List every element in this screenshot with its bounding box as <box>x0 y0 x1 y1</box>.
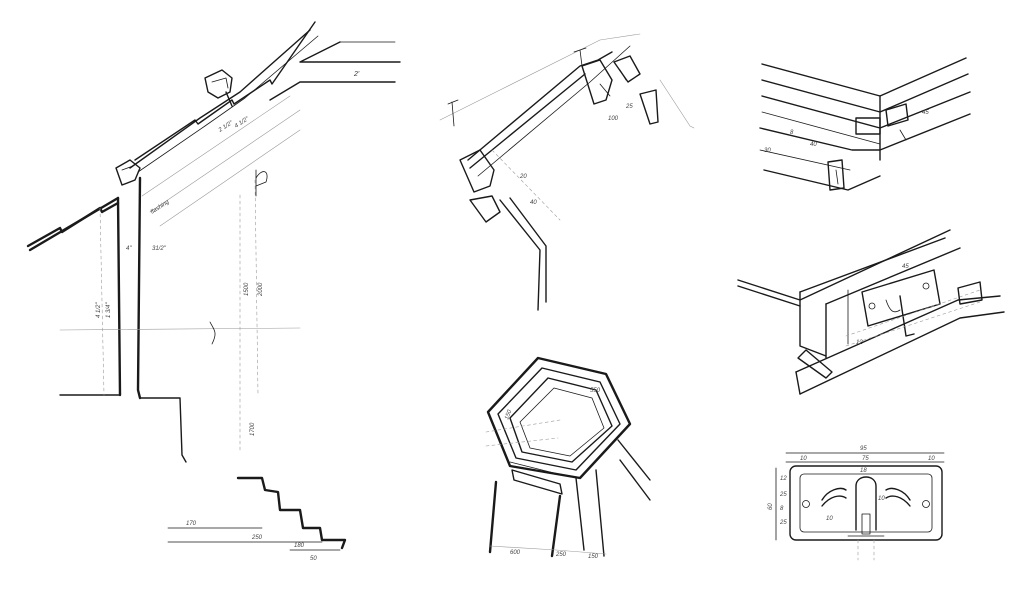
dim-roof: 2' <box>353 71 360 78</box>
plate-h-2: 25 <box>779 492 787 498</box>
plate-h-4: 25 <box>779 520 787 526</box>
rafter-dimensions: 2 1/2" 4 1/2" 2' flashing <box>141 71 360 227</box>
plate-slot-dim: 18 <box>860 468 867 474</box>
dim-vert-3: 1700 <box>250 422 256 436</box>
stair: 170 250 180 50 <box>167 476 347 562</box>
plate-h-1: 12 <box>780 476 787 482</box>
dim-stair-bottom: 180 <box>294 543 305 549</box>
plate-width-total: 95 <box>860 446 867 452</box>
plate-slot-width: 10 <box>878 496 885 502</box>
corner-dim-2: 8 <box>790 130 794 136</box>
eave-dim-1: 20 <box>519 174 527 180</box>
dim-stair-total: 50 <box>310 556 317 562</box>
ridge-joint <box>204 69 233 107</box>
dim-stair-rise: 170 <box>186 521 197 527</box>
window-bottom-dim-2: 250 <box>555 552 567 558</box>
dim-wall-b: 31/2" <box>152 246 167 252</box>
dim-beam-1: 2 1/2" <box>217 120 235 134</box>
eave-dim-2: 40 <box>530 200 537 206</box>
corner-dim-4: 30 <box>764 148 771 154</box>
corner-joint-sketch: 45 8 40 30 <box>759 57 971 191</box>
section-sketch: 2 1/2" 4 1/2" 2' flashing 4" 31/2" 4 1/2… <box>26 21 401 562</box>
wall-section: 4" 31/2" 4 1/2" 1 3/4" 1500 2000 1700 <box>59 176 301 463</box>
corner-dim-3: 40 <box>810 142 817 148</box>
roof-line <box>26 21 401 252</box>
dim-wall-left-2: 1 3/4" <box>106 302 112 318</box>
plate-width-right: 10 <box>928 456 935 462</box>
hinge-iso-dim-1: 45 <box>902 264 909 270</box>
plate-width-mid: 75 <box>862 456 869 462</box>
dim-wall-a: 4" <box>126 246 132 252</box>
column-marker <box>255 169 268 197</box>
plate-height-total: 60 <box>768 503 774 510</box>
flashing-note: flashing <box>150 199 171 216</box>
plate-width-left: 10 <box>800 456 807 462</box>
plate-h-3: 8 <box>780 506 784 512</box>
eave-dim-4: 25 <box>625 104 633 110</box>
dim-vert-1: 1500 <box>244 282 250 296</box>
dim-stair-run: 250 <box>251 535 263 541</box>
dim-wall-left-1: 4 1/2" <box>96 302 102 318</box>
hinge-plate-sketch: 95 10 75 10 60 12 25 8 25 18 10 10 <box>768 446 945 561</box>
window-bottom-dim-3: 150 <box>588 554 599 560</box>
plate-arc-dim: 10 <box>826 516 833 522</box>
dim-vert-2: 2000 <box>258 282 264 297</box>
eave-detail: 20 40 100 25 <box>439 33 695 311</box>
eave-dim-3: 100 <box>608 116 619 122</box>
window-bottom-dim-1: 600 <box>510 550 521 556</box>
eave-bracket <box>115 159 141 186</box>
window-top-dim: 550 <box>590 388 601 394</box>
window-sketch: 550 150 600 250 150 <box>485 356 651 560</box>
hinge-iso-dim-2: 12 <box>856 340 863 346</box>
dim-beam-2: 4 1/2" <box>234 116 251 130</box>
hinge-iso-sketch: 45 12 <box>737 229 1005 395</box>
window-side-dim: 150 <box>504 409 513 421</box>
corner-dim-1: 45 <box>922 110 929 116</box>
